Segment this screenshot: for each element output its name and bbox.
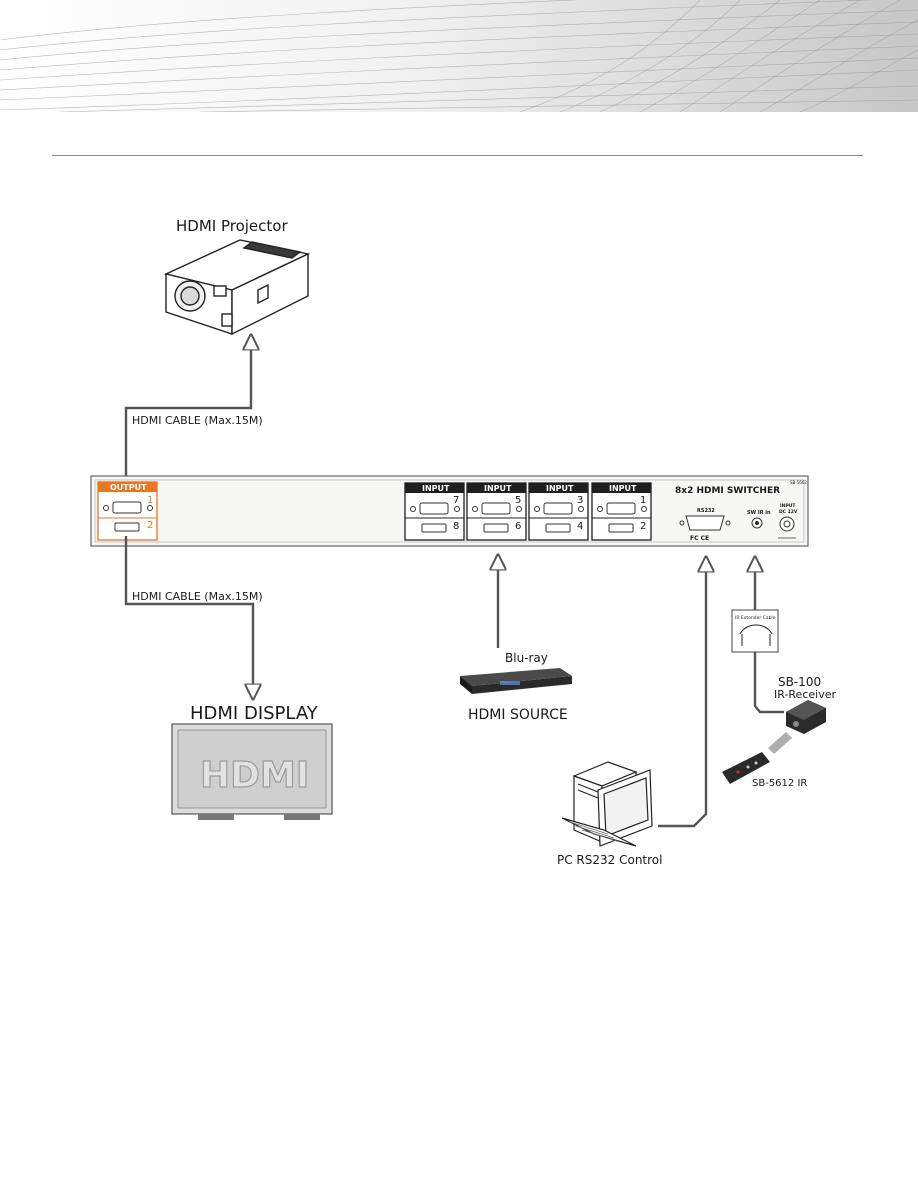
hdmi-cable-bottom [124,536,253,692]
output-port-num-1: 1 [147,495,153,506]
input-port-num: 3 [577,495,583,506]
ir-receiver-label: IR-Receiver [774,688,836,701]
input-port-dvi [419,502,449,515]
input-port-hdmi [608,523,634,533]
pc-label: PC RS232 Control [557,853,662,867]
power-label-1: INPUT [780,503,796,509]
switcher-title: 8x2 HDMI SWITCHER [675,486,780,496]
input-port-num: 7 [453,495,459,506]
output-port-num-2: 2 [147,520,153,531]
rs232-port: RS232 FC CE [679,508,731,542]
input-header: INPUT [422,484,450,493]
hdmi-cable-bottom-label: HDMI CABLE (Max.15M) [132,590,263,603]
hdmi-cable-top-label: HDMI CABLE (Max.15M) [132,414,263,427]
output-header: OUTPUT [110,483,147,492]
input-port-num: 8 [453,521,459,532]
input-port-hdmi [545,523,571,533]
display-screen-text: HDMI [200,755,309,796]
power-label-2: DC 12V [779,509,798,515]
power-input: INPUT DC 12V [778,503,798,539]
projector-icon [163,239,311,336]
hdmi-cable-top [124,342,251,486]
ir-remote-label: SB-5612 IR [752,778,807,789]
header-banner [0,0,918,112]
output-port-1-dvi [112,501,142,514]
input-port-dvi [481,502,511,515]
output-port-2-hdmi [114,522,140,532]
input-header: INPUT [546,484,574,493]
ir-in-label: SW IR in [747,510,771,516]
ir-receiver-icon [786,700,826,734]
ir-beam-icon [768,732,792,754]
projector-label: HDMI Projector [176,217,288,235]
ir-extender-label: IR Extender Cable [735,615,776,621]
display-label: HDMI DISPLAY [190,703,319,724]
cert-marks: FC CE [690,535,709,542]
input-port-dvi [543,502,573,515]
input-port-num: 1 [640,495,646,506]
switcher-model-small: SB-5662 [790,480,807,485]
input-port-dvi [606,502,636,515]
blu-ray-player-icon [460,668,572,694]
hdmi-display-icon: HDMI [171,723,333,820]
input-header: INPUT [484,484,512,493]
input-port-num: 6 [515,521,521,532]
source-device-label: Blu-ray [505,651,548,665]
input-port-num: 4 [577,521,583,532]
header-rule [52,155,863,156]
hdmi-switcher-panel: 8x2 HDMI SWITCHER SB-5662 OUTPUT 1 2 INP… [90,475,809,547]
pc-icon [561,761,653,847]
ir-remote-icon [722,752,770,784]
output-block: OUTPUT 1 2 [97,481,158,541]
input-port-num: 5 [515,495,521,506]
ir-receiver-model: SB-100 [778,675,821,689]
ir-extender-cable-box: IR Extender Cable [731,609,779,653]
ir-in-port: SW IR in [747,510,771,529]
input-port-hdmi [483,523,509,533]
input-header: INPUT [609,484,637,493]
rs232-cable [658,564,706,828]
input-port-num: 2 [640,521,646,532]
source-label: HDMI SOURCE [468,707,568,723]
input-port-hdmi [421,523,447,533]
rs232-label: RS232 [697,508,715,514]
